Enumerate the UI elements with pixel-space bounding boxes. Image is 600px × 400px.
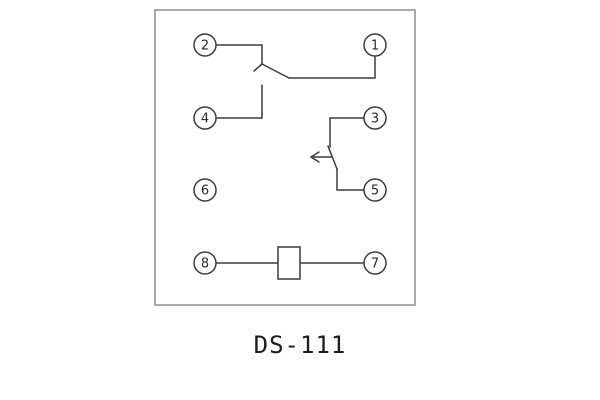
terminal-6-label: 6 <box>201 184 209 199</box>
wire-terminal2 <box>215 44 263 65</box>
terminal-8-label: 8 <box>201 257 209 272</box>
wire-terminal1 <box>288 56 376 79</box>
terminal-2-circle <box>193 33 217 57</box>
terminal-2: 2 <box>193 33 217 57</box>
terminal-6: 6 <box>193 178 217 202</box>
terminal-3: 3 <box>363 106 387 130</box>
terminal-1: 1 <box>363 33 387 57</box>
wire-terminal5 <box>336 168 365 191</box>
terminal-4-circle <box>193 106 217 130</box>
terminal-4: 4 <box>193 106 217 130</box>
terminal-1-circle <box>363 33 387 57</box>
terminal-3-circle <box>363 106 387 130</box>
contact-pivot-tick <box>253 63 263 72</box>
terminal-8-circle <box>193 251 217 275</box>
terminal-5: 5 <box>363 178 387 202</box>
contact-blade-top <box>261 63 290 79</box>
terminal-7: 7 <box>363 251 387 275</box>
terminal-7-circle <box>363 251 387 275</box>
terminal-5-label: 5 <box>371 184 379 199</box>
coil <box>277 246 301 280</box>
terminal-2-label: 2 <box>201 39 209 54</box>
terminal-4-label: 4 <box>201 112 209 127</box>
actuator-arrow-head <box>310 151 320 163</box>
terminal-7-label: 7 <box>371 257 379 272</box>
wire-terminal4 <box>215 84 263 119</box>
terminal-3-label: 3 <box>371 112 379 127</box>
terminals: 2 1 4 3 6 5 <box>193 33 387 275</box>
terminal-5-circle <box>363 178 387 202</box>
model-label: DS-111 <box>253 331 347 359</box>
terminal-6-circle <box>193 178 217 202</box>
wire-terminal3 <box>329 117 365 148</box>
terminal-1-label: 1 <box>371 39 379 54</box>
terminal-8: 8 <box>193 251 217 275</box>
